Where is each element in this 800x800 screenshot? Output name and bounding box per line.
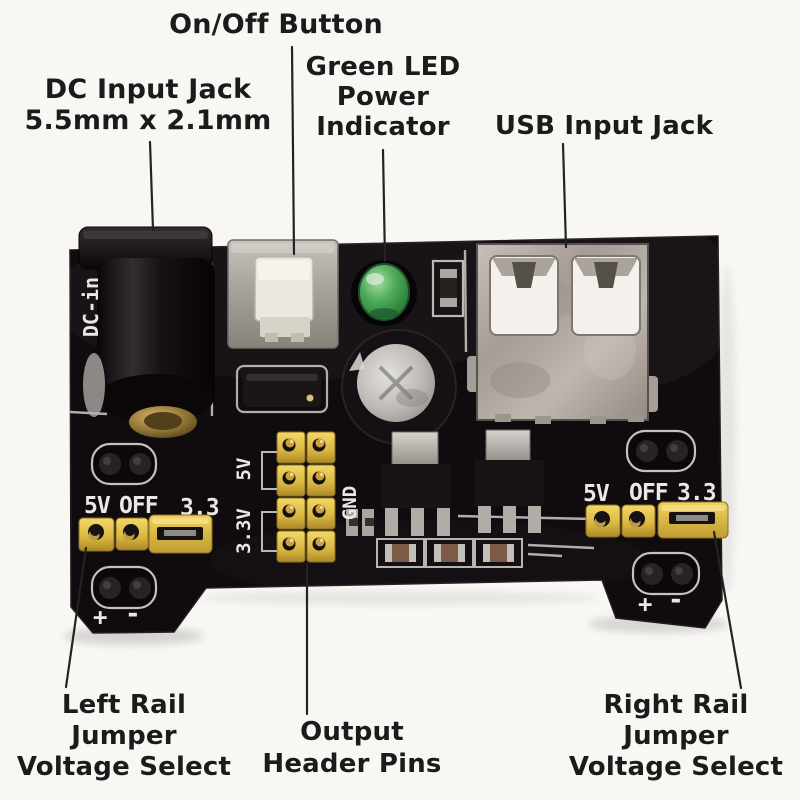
- dc-in-silk-label: DC-in: [79, 277, 103, 337]
- right-rail-header-bottom: + -: [631, 551, 701, 618]
- left-rail-jumper: [78, 514, 213, 554]
- filter-capacitor: [341, 329, 457, 445]
- svg-text:+: +: [638, 590, 652, 618]
- right-rail-header-top: [625, 429, 697, 473]
- callout-right-rail: Right Rail Jumper Voltage Select: [568, 690, 784, 782]
- callout-line-right-rail: [712, 530, 743, 690]
- left-rail-header-bottom: + -: [90, 565, 158, 631]
- callout-usb-label: USB Input Jack: [494, 111, 714, 141]
- callout-on-off-button-label: On/Off Button: [169, 9, 383, 40]
- svg-text:GND: GND: [339, 486, 361, 520]
- svg-text:5V: 5V: [583, 481, 610, 507]
- voltage-regulator-2: [474, 429, 544, 533]
- diode-component: [235, 364, 329, 414]
- dc-input-jack: [78, 226, 215, 438]
- callout-left-rail: Left Rail Jumper Voltage Select: [16, 690, 232, 782]
- callout-line-left-rail: [64, 546, 88, 689]
- right-rail-jumper: [585, 501, 729, 539]
- callout-lines: [64, 45, 743, 716]
- callout-usb-input-jack: USB Input Jack: [495, 111, 713, 141]
- smd-capacitor-row: [376, 538, 523, 568]
- left-rail-header-top: [90, 442, 158, 486]
- svg-text:+: +: [93, 603, 107, 631]
- green-led-power-indicator: [351, 260, 417, 326]
- callout-line-usb: [561, 142, 568, 249]
- output-header-pins: [276, 431, 336, 563]
- svg-text:5V: 5V: [233, 458, 255, 481]
- on-off-button: [227, 239, 339, 349]
- callout-green-led: Green LED Power Indicator: [305, 52, 461, 142]
- callout-line-green-led: [381, 148, 387, 263]
- callout-on-off-button: On/Off Button: [169, 10, 383, 40]
- voltage-regulator-1: [381, 431, 451, 536]
- callout-output-header: Output Header Pins: [262, 717, 442, 779]
- svg-text:-: -: [668, 585, 684, 615]
- output-header-labels: 5V 3.3V GND: [233, 451, 361, 554]
- svg-text:5V: 5V: [84, 493, 111, 519]
- svg-text:-: -: [125, 599, 141, 629]
- svg-text:3.3V: 3.3V: [233, 508, 255, 554]
- callout-line-on-off: [290, 45, 296, 256]
- svg-text:OFF: OFF: [119, 493, 158, 519]
- smd-resistor-box: [431, 259, 465, 318]
- usb-input-jack: [467, 243, 658, 424]
- callout-dc-input-jack: DC Input Jack 5.5mm x 2.1mm: [24, 74, 272, 136]
- callout-line-dc-jack: [148, 140, 155, 232]
- smd-passives: [346, 509, 374, 536]
